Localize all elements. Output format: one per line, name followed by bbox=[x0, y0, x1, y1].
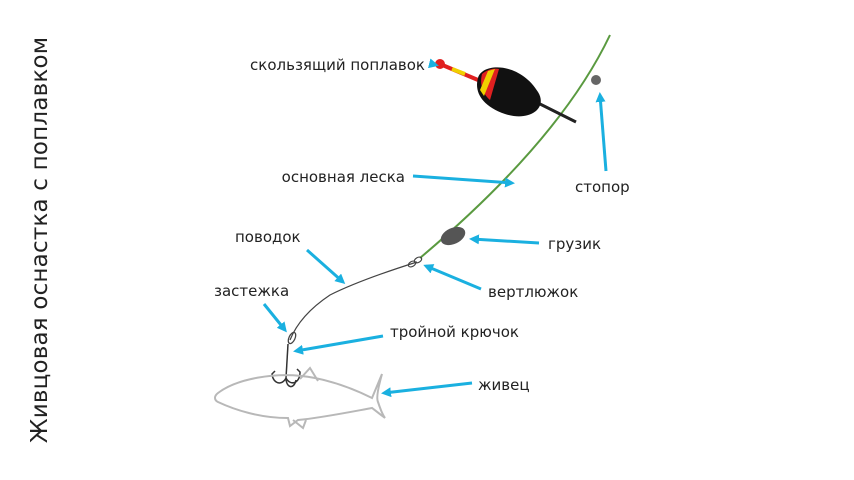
arrow-sinker bbox=[469, 234, 540, 245]
label-float: скользящий поплавок bbox=[250, 56, 425, 74]
arrow-treble-hook bbox=[293, 334, 384, 355]
label-stopper: стопор bbox=[575, 178, 630, 196]
stopper-bead bbox=[591, 75, 601, 85]
arrow-float bbox=[427, 58, 439, 69]
arrow-clasp bbox=[262, 303, 287, 333]
swivel bbox=[407, 256, 423, 268]
label-swivel: вертлюжок bbox=[488, 283, 578, 301]
bait-fish-belly-fin bbox=[292, 419, 307, 430]
arrow-stopper bbox=[595, 92, 608, 172]
label-clasp: застежка bbox=[214, 282, 289, 300]
clasp bbox=[287, 331, 297, 345]
label-sinker: грузик bbox=[548, 235, 601, 253]
diagram-title: Живцовая оснастка с поплавком bbox=[27, 36, 53, 444]
arrow-swivel bbox=[423, 264, 482, 291]
label-main-line: основная леска bbox=[282, 168, 405, 186]
bait-fish-outline bbox=[214, 373, 386, 428]
sliding-float bbox=[435, 59, 577, 124]
label-treble-hook: тройной крючок bbox=[390, 323, 519, 341]
arrow-bait-fish bbox=[381, 381, 473, 398]
sinker bbox=[440, 226, 466, 246]
treble-hook bbox=[271, 343, 301, 388]
leader-line bbox=[289, 261, 418, 341]
arrow-leader bbox=[306, 248, 346, 284]
label-bait-fish: живец bbox=[478, 376, 530, 394]
bait-fish-dorsal-fin bbox=[299, 366, 319, 382]
arrow-main-line bbox=[412, 174, 515, 188]
label-leader: поводок bbox=[235, 228, 301, 246]
